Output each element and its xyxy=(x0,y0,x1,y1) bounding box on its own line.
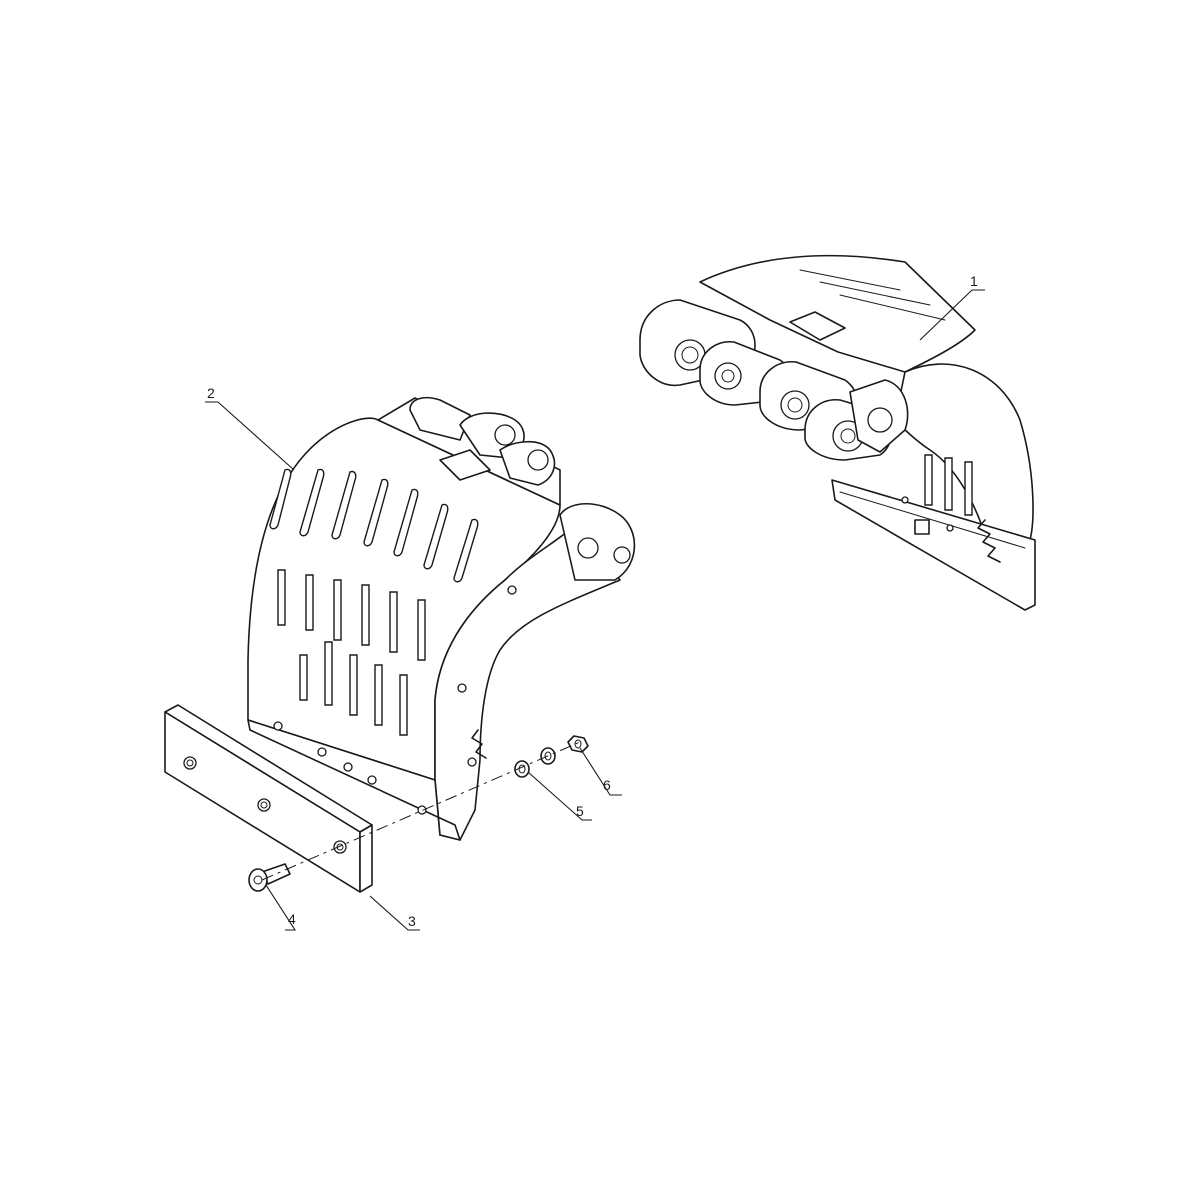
callout-4: 4 xyxy=(265,884,297,931)
part-4-bolt xyxy=(248,863,291,892)
callout-6: 6 xyxy=(579,747,622,796)
part-3-wear-plate xyxy=(164,704,373,893)
callout-label-5: 5 xyxy=(576,803,584,819)
callout-2: 2 xyxy=(205,385,295,471)
shell-slots xyxy=(269,468,479,736)
callout-1: 1 xyxy=(919,273,985,341)
part-1-assembled-bucket xyxy=(639,254,1036,611)
part-5-washers xyxy=(514,747,556,778)
assembly-axis-line xyxy=(261,741,581,881)
callout-label-6: 6 xyxy=(603,777,611,793)
callout-label-2: 2 xyxy=(207,385,215,401)
callout-5: 5 xyxy=(527,771,592,821)
part-2-bucket-shell xyxy=(247,396,636,841)
part-6-nut xyxy=(567,735,589,753)
callout-3: 3 xyxy=(369,895,420,931)
callout-label-3: 3 xyxy=(408,913,416,929)
callout-label-1: 1 xyxy=(970,273,978,289)
callout-label-4: 4 xyxy=(288,911,296,927)
